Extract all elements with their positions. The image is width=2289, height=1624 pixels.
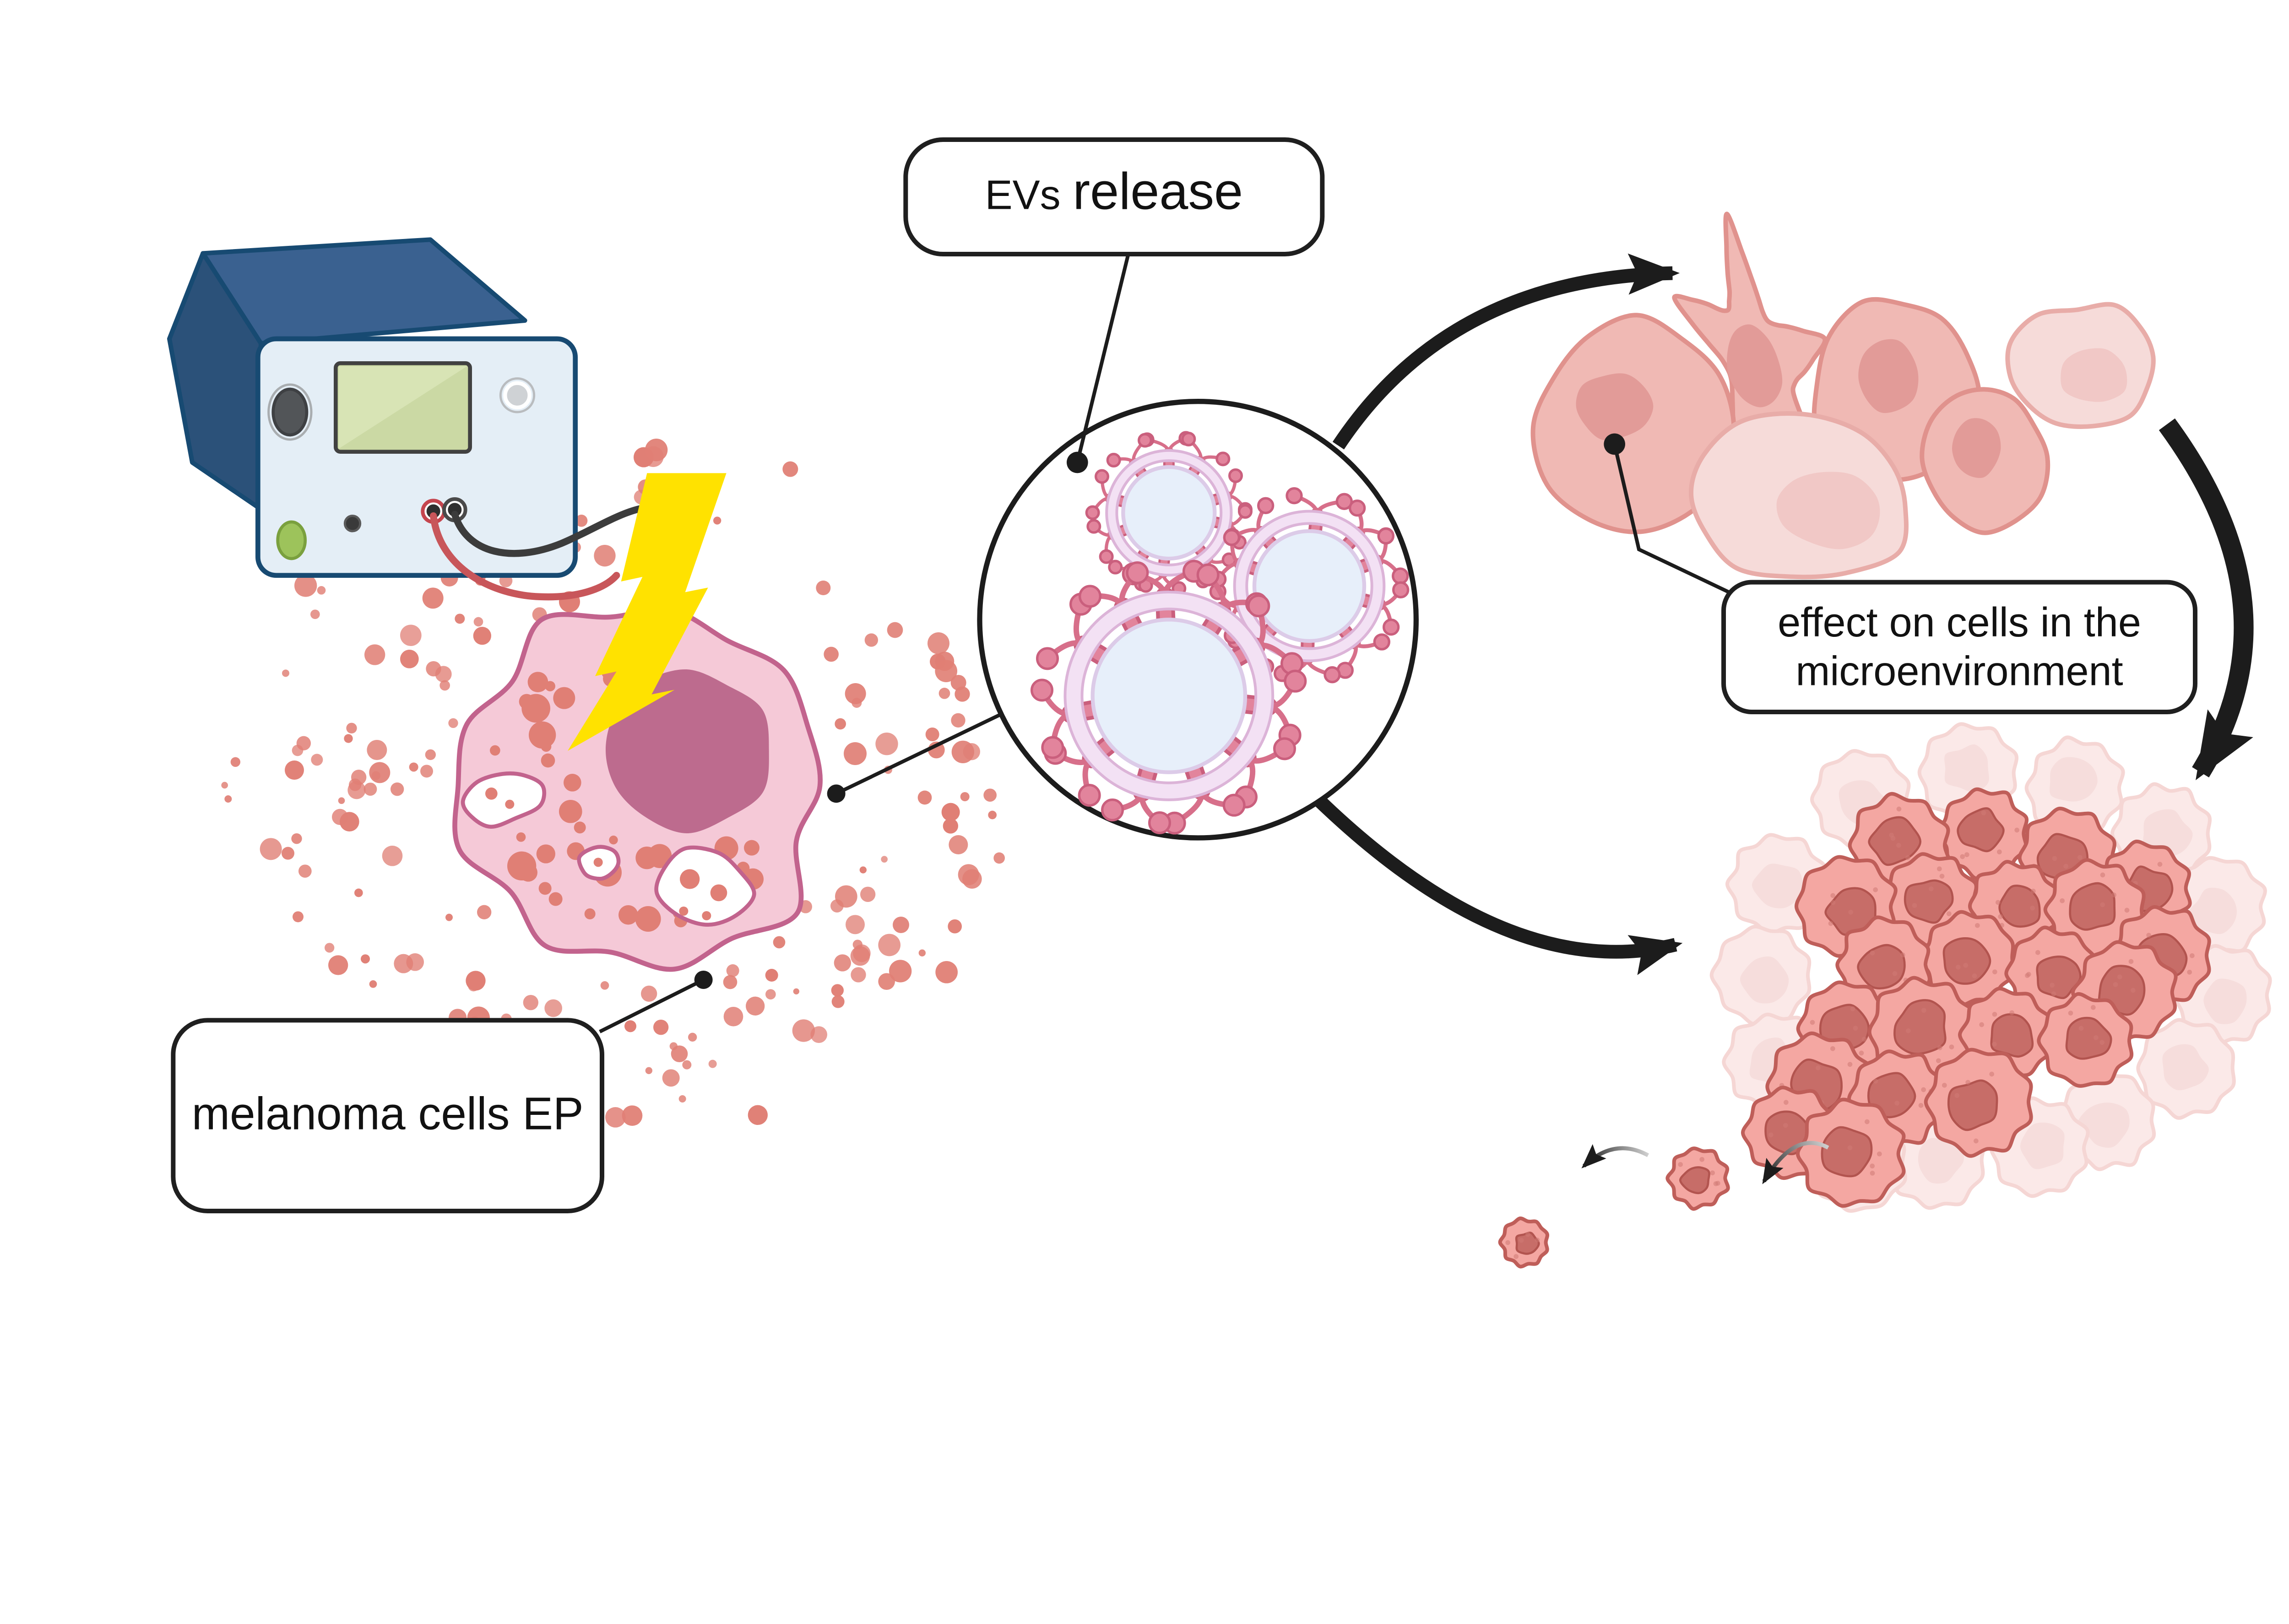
escaping-tumor-cells xyxy=(1498,1141,1829,1269)
tumor-cell xyxy=(1924,1048,2033,1158)
arrow-evs-to-tumor xyxy=(1315,796,1683,975)
tumor-cell xyxy=(2136,1018,2236,1120)
lightning-bolt-icon xyxy=(568,473,727,751)
melanoma-cells-ep-label: melanoma cells EP xyxy=(171,1018,604,1213)
tumor-cell xyxy=(1498,1216,1550,1269)
extracellular-vesicle xyxy=(1209,487,1410,684)
tumor-cell xyxy=(1665,1146,1730,1211)
released-ev-particles xyxy=(221,438,1005,1128)
melanoma-cell xyxy=(452,607,823,972)
device-button-small xyxy=(343,515,362,532)
arrow-cells-to-tumor xyxy=(2159,418,2254,781)
cable-red xyxy=(429,512,620,601)
electroporator-device xyxy=(167,237,578,578)
tumor-cell xyxy=(2037,992,2134,1088)
leader-line-effect xyxy=(1604,433,1730,594)
evs-release-label: EVs release xyxy=(903,137,1325,256)
arrow-evs-to-microenv-cells xyxy=(1332,253,1680,450)
tumor-cluster xyxy=(1709,722,2272,1213)
arrow-migration-2 xyxy=(1762,1141,1829,1184)
leader-lines xyxy=(599,712,1002,1033)
cell-nucleus xyxy=(1727,324,1783,407)
microenvironment-cell xyxy=(1530,313,1736,534)
extracellular-vesicle xyxy=(1085,431,1253,596)
effect-label-line1: effect on cells in the xyxy=(1778,599,2141,645)
cell-nucleus xyxy=(2061,348,2127,402)
cell-nucleus xyxy=(1858,339,1919,413)
arrow-migration-1 xyxy=(1581,1144,1649,1168)
tumor-cell xyxy=(1709,924,1812,1027)
cell-nucleus xyxy=(1576,373,1654,440)
melanoma-label-text: melanoma cells EP xyxy=(191,1090,584,1140)
cell-nucleus xyxy=(1776,472,1880,549)
cell-nucleus xyxy=(1952,418,2001,478)
microenvironment-cell xyxy=(1920,387,2050,535)
melanoma-cell-nucleus xyxy=(605,669,769,833)
effect-on-cells-label: effect on cells in the microenvironment xyxy=(1721,580,2197,714)
device-button-gray xyxy=(503,381,532,410)
cell-vacuole xyxy=(461,771,547,829)
flow-arrows xyxy=(1315,253,2254,975)
microenvironment-cell xyxy=(2005,302,2156,429)
evs-release-label-main: release xyxy=(1073,163,1243,222)
tumor-cell xyxy=(1795,1097,1906,1208)
tumor-cell xyxy=(1918,910,2017,1007)
effect-label-line2: microenvironment xyxy=(1795,648,2123,695)
evs-release-label-prefix: EVs xyxy=(985,172,1061,218)
melanoma-ep-evs-diagram xyxy=(167,212,2272,1269)
cell-vacuole xyxy=(654,845,756,927)
microenvironment-cells xyxy=(1530,212,2156,580)
evs-magnified-circle xyxy=(977,250,1419,841)
device-knob xyxy=(271,387,309,437)
diagram-canvas: EVs release effect on cells in the micro… xyxy=(167,137,2272,1269)
microenvironment-cell xyxy=(1688,411,1909,580)
extracellular-vesicle xyxy=(1030,559,1307,835)
device-button-green xyxy=(276,520,307,560)
